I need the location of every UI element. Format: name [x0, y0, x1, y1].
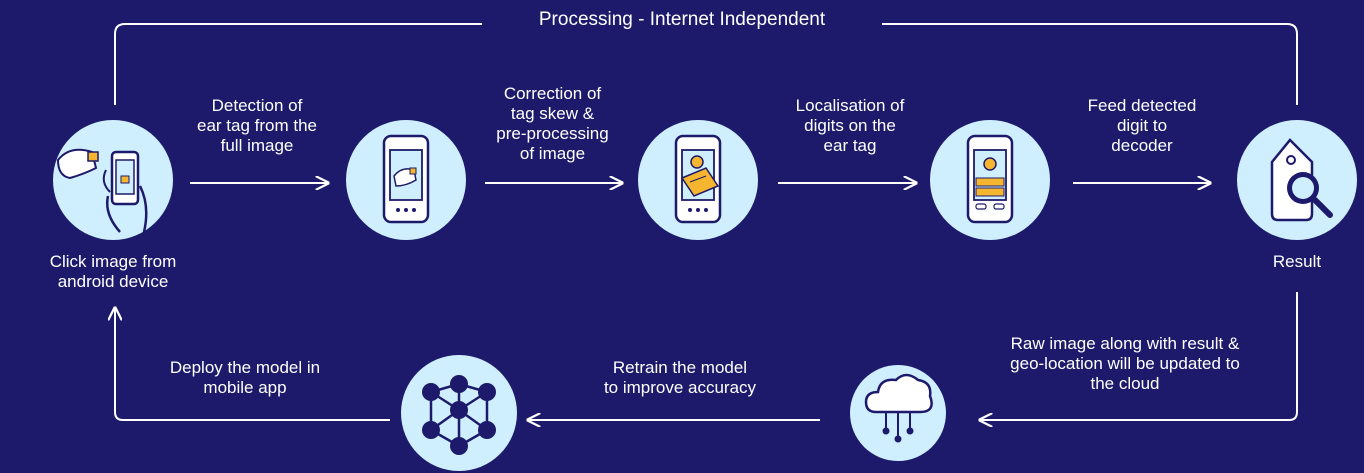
phone-cow-icon — [346, 120, 466, 240]
tag-search-icon — [1237, 120, 1357, 240]
step-detect-label: Detection of ear tag from the full image — [196, 96, 317, 155]
step-localise-label: Localisation of digits on the ear tag — [795, 96, 905, 155]
arrow-result-to-cloud — [980, 292, 1298, 420]
neural-network-icon — [401, 355, 517, 471]
step-result-label: Result — [1272, 252, 1322, 271]
phone-digits-icon — [930, 120, 1050, 240]
step-retrain-label: Retrain the model to improve accuracy — [603, 358, 757, 397]
processing-frame-line — [114, 23, 1298, 105]
step-upload-label: Raw image along with result & geo-locati… — [1010, 334, 1240, 393]
cloud-network-icon — [850, 365, 946, 461]
arrow-network-to-capture — [115, 308, 390, 421]
hand-phone-cow-icon — [53, 120, 173, 240]
step-correct-label: Correction of tag skew & pre-processing … — [496, 84, 609, 163]
step-feed-label: Feed detected digit to decoder — [1087, 96, 1197, 155]
step-deploy-label: Deploy the model in mobile app — [169, 358, 321, 397]
phone-tag-icon — [638, 120, 758, 240]
step-capture-label: Click image from android device — [49, 252, 177, 291]
diagram-title: Processing - Internet Independent — [482, 8, 882, 32]
